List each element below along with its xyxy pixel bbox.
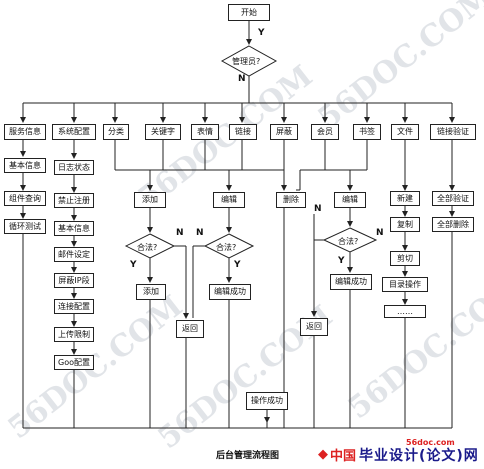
edit-success-node: 编辑成功 [209,284,251,300]
operation-success-node: 操作成功 [246,392,288,410]
block-ip-node: 屏蔽IP段 [54,273,94,288]
n-label: N [238,74,246,84]
site-logo: ◆ 中国 毕业设计(论文)网 56doc.com [318,438,484,469]
verify-all-node: 全部验证 [432,191,474,206]
logo-cn-text: 中国 [330,449,357,464]
ban-register-node: 禁止注册 [54,193,94,208]
edit-success-node: 编辑成功 [330,274,372,290]
member-node: 会员 [311,124,339,140]
edit-node: 编辑 [334,192,366,208]
add-node: 添加 [134,192,166,208]
system-config-node: 系统配置 [52,124,96,140]
keyword-node: 关键字 [145,124,181,140]
diagram-caption: 后台管理流程图 [216,451,280,461]
basic-info-node: 基本信息 [54,221,94,236]
edit-node: 编辑 [213,192,245,208]
y-label: Y [130,260,137,270]
y-label: Y [258,28,265,38]
loop-test-node: 循环测试 [4,219,46,234]
emoticon-node: 表情 [191,124,219,140]
upload-limit-node: 上传限制 [54,327,94,342]
goo-config-node: Goo配置 [54,355,94,370]
y-label: Y [234,260,241,270]
new-node: 新建 [390,191,420,206]
logo-domain-text: 56doc.com [406,438,455,447]
n-label: N [376,228,384,238]
n-label: N [196,228,204,238]
file-node: 文件 [391,124,419,140]
ellipsis-node: …… [384,305,426,318]
category-node: 分类 [103,124,129,140]
return-node: 返回 [300,318,328,336]
valid-decision: 合法? [137,243,158,252]
add-result-node: 添加 [136,284,166,300]
logo-main-text: 毕业设计(论文)网 [359,447,479,464]
cut-node: 剪切 [390,251,420,266]
copy-node: 复制 [390,217,420,232]
log-status-node: 日志状态 [54,160,94,175]
start-node: 开始 [228,4,270,21]
link-node: 链接 [229,124,257,140]
y-label: Y [338,256,345,266]
n-label: N [176,228,184,238]
basic-info-node: 基本信息 [4,158,46,173]
valid-decision: 合法? [216,243,237,252]
bookmark-node: 书签 [353,124,381,140]
delete-node: 删除 [276,192,306,208]
mail-settings-node: 邮件设定 [54,247,94,262]
valid-decision: 合法? [338,237,359,246]
is-admin-decision: 管理员? [232,57,261,66]
logo-mark-icon: ◆ [318,447,328,462]
link-verify-node: 链接验证 [430,124,476,140]
block-node: 屏蔽 [270,124,298,140]
component-query-node: 组件查询 [4,191,46,206]
n-label: N [314,204,322,214]
connection-config-node: 连接配置 [54,299,94,314]
dir-operation-node: 目录操作 [382,277,428,292]
delete-all-node: 全部删除 [432,217,474,232]
return-node: 返回 [176,320,204,338]
service-info-node: 服务信息 [4,124,46,140]
